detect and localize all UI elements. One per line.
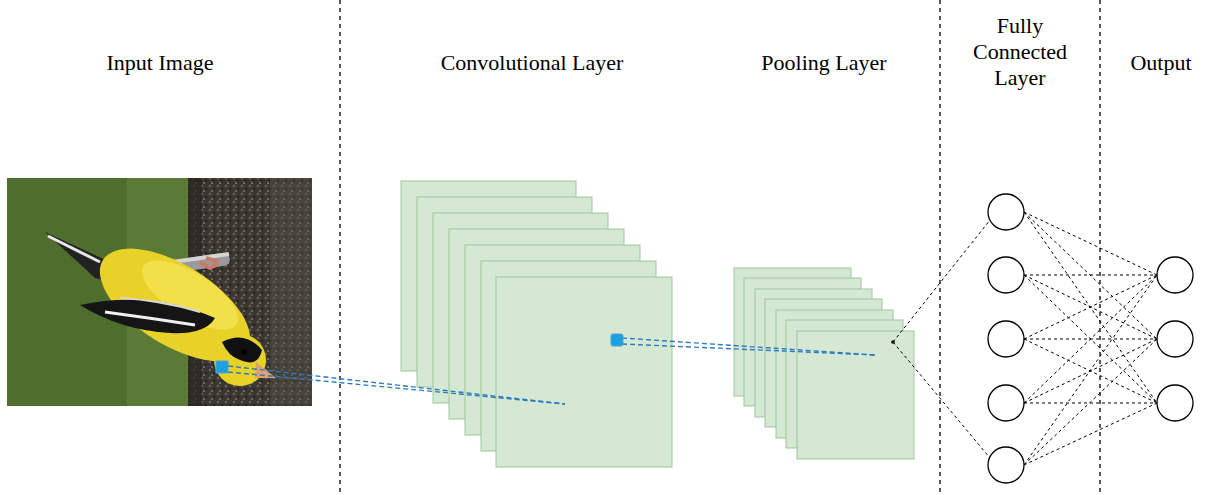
feature-map-stack xyxy=(401,181,672,467)
column-heading: Convolutional Layer xyxy=(382,50,682,76)
neuron-circles xyxy=(988,194,1193,483)
bird-photo xyxy=(7,178,312,406)
dense-connections xyxy=(893,212,1157,465)
receptive-field-lines xyxy=(228,338,875,404)
column-heading: Input Image xyxy=(40,50,280,76)
pooled-map-stack xyxy=(734,268,914,459)
column-heading: Output xyxy=(1106,50,1216,76)
column-heading: Pooling Layer xyxy=(724,50,924,76)
column-heading: Fully Connected Layer xyxy=(964,13,1076,91)
separator-lines xyxy=(340,0,1100,495)
filter-marker xyxy=(216,361,228,373)
filter-marker xyxy=(611,334,623,346)
